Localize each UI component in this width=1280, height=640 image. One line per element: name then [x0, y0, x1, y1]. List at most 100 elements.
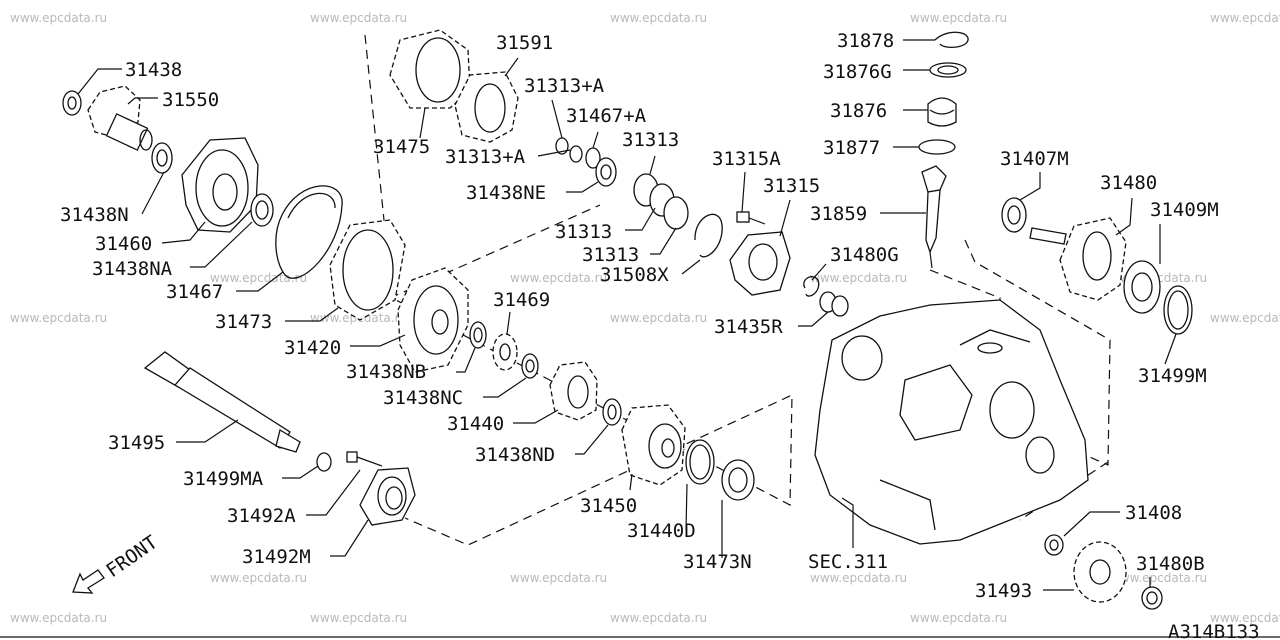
part-label-p31495: 31495 — [108, 432, 165, 454]
leader-line-p31467 — [236, 271, 284, 292]
watermark: www.epcdata.ru — [310, 11, 407, 25]
part-label-p31438N: 31438N — [60, 204, 129, 226]
part-label-p31480: 31480 — [1100, 172, 1157, 194]
watermark: www.epcdata.ru — [1210, 611, 1280, 625]
leader-line-p31473 — [285, 307, 339, 322]
leader-line-p31492A — [306, 469, 361, 516]
part-31876G-ring — [929, 62, 967, 78]
watermark: www.epcdata.ru — [10, 311, 107, 325]
part-31859-speed-sensor — [921, 165, 947, 269]
part-31313-plates — [633, 173, 689, 230]
leader-line-p31313b — [625, 207, 656, 231]
part-label-p31480B: 31480B — [1136, 553, 1205, 575]
front-arrow-icon — [72, 569, 105, 594]
part-31878-ring — [934, 31, 969, 49]
watermark: www.epcdata.ru — [1110, 571, 1207, 585]
leader-line-p31475 — [419, 107, 426, 139]
watermark: www.epcdata.ru — [910, 11, 1007, 25]
part-31473N-seal — [721, 459, 755, 501]
part-label-p31480G: 31480G — [830, 244, 899, 266]
part-31499MA-washer — [316, 452, 332, 472]
watermark: www.epcdata.ru — [210, 571, 307, 585]
part-label-p31438NE: 31438NE — [466, 182, 546, 204]
leader-line-p31313a — [649, 155, 656, 175]
leader-line-p31438NA — [190, 221, 253, 268]
part-31460-clutch-drum — [181, 137, 259, 233]
part-31499M-seal-ring — [1163, 285, 1193, 335]
part-label-p31313A2: 31313+A — [445, 146, 526, 168]
part-31315-extension-housing — [729, 231, 791, 296]
part-31469-gear — [492, 333, 518, 371]
watermark: www.epcdata.ru — [10, 11, 107, 25]
leader-line-p31460 — [161, 221, 206, 244]
part-label-p31876: 31876 — [830, 100, 887, 122]
part-label-p31435R: 31435R — [714, 316, 783, 338]
dashed-group-outline — [364, 34, 793, 546]
leader-line-p31508X — [681, 259, 701, 275]
part-31876-cap — [927, 97, 957, 127]
leader-line-p31469 — [506, 311, 511, 335]
part-31480G-snap-ring — [803, 276, 820, 297]
part-label-p31878: 31878 — [837, 30, 894, 52]
part-label-p31440D: 31440D — [627, 520, 696, 542]
part-31438NC-bearing — [521, 353, 539, 379]
leader-line-p31420 — [350, 334, 406, 347]
front-label: FRONT — [102, 531, 161, 582]
part-label-p31475: 31475 — [373, 136, 430, 158]
part-31438NE-bearing — [595, 157, 617, 187]
part-label-p31313b: 31313 — [555, 221, 612, 243]
part-31473-clutch-plate — [329, 219, 406, 321]
part-transfer-case-housing — [814, 299, 1089, 545]
leader-line-p31438NE — [566, 181, 599, 193]
part-label-p31440: 31440 — [447, 413, 504, 435]
part-label-p31499M: 31499M — [1138, 365, 1207, 387]
part-label-p31408: 31408 — [1125, 502, 1182, 524]
leader-line-p31450 — [629, 473, 633, 491]
part-label-p31508X: 31508X — [600, 264, 669, 286]
watermark: www.epcdata.ru — [310, 611, 407, 625]
part-31591-gear — [454, 71, 519, 143]
part-31440D-ring — [685, 439, 715, 485]
watermark: www.epcdata.ru — [810, 271, 907, 285]
part-31438ND-bearing — [602, 398, 622, 426]
leader-line-p31315 — [779, 199, 791, 237]
watermark: www.epcdata.ru — [510, 571, 607, 585]
part-label-p31438NB: 31438NB — [346, 361, 426, 383]
part-31438N-bearing — [151, 142, 173, 174]
part-31440-gear — [549, 361, 598, 421]
drawing-code: A314B133 — [1168, 621, 1260, 640]
leader-line-p31313A1 — [551, 99, 563, 139]
part-label-p31438NC: 31438NC — [383, 387, 463, 409]
watermark: www.epcdata.ru — [210, 271, 307, 285]
leader-lines — [77, 39, 1177, 591]
leader-line-p31313c — [650, 227, 677, 255]
leader-line-p31495 — [176, 419, 239, 443]
part-label-p31409M: 31409M — [1150, 199, 1219, 221]
leader-line-p31480 — [1115, 197, 1133, 236]
leader-line-p31315A — [741, 171, 746, 213]
watermark: www.epcdata.ru — [610, 311, 707, 325]
part-label-p31492A: 31492A — [227, 505, 296, 527]
leader-line-p31480G — [811, 263, 827, 281]
leader-line-p31440 — [513, 409, 559, 424]
part-31438-bearing — [62, 90, 82, 116]
front-direction-indicator: FRONT — [72, 531, 162, 594]
part-31550-input-gear — [87, 85, 153, 151]
leader-line-p31467A — [592, 131, 599, 149]
part-label-p31438ND: 31438ND — [475, 444, 555, 466]
part-label-p31877: 31877 — [823, 137, 880, 159]
part-label-p31313a: 31313 — [622, 129, 679, 151]
part-31493-gear — [1073, 541, 1127, 603]
leader-line-p31313A2 — [537, 149, 571, 157]
part-label-p31473N: 31473N — [683, 551, 752, 573]
part-31450-output-gear — [621, 404, 686, 486]
leader-line-p31438NB — [456, 347, 476, 373]
watermark: www.epcdata.ru — [610, 611, 707, 625]
watermark: www.epcdata.ru — [510, 271, 607, 285]
part-31409M-bearing — [1123, 260, 1161, 314]
part-31492M-housing — [359, 467, 416, 526]
leader-line-p31435R — [798, 311, 829, 327]
part-label-p31469: 31469 — [493, 289, 550, 311]
part-31480-output-shaft — [1029, 217, 1127, 301]
